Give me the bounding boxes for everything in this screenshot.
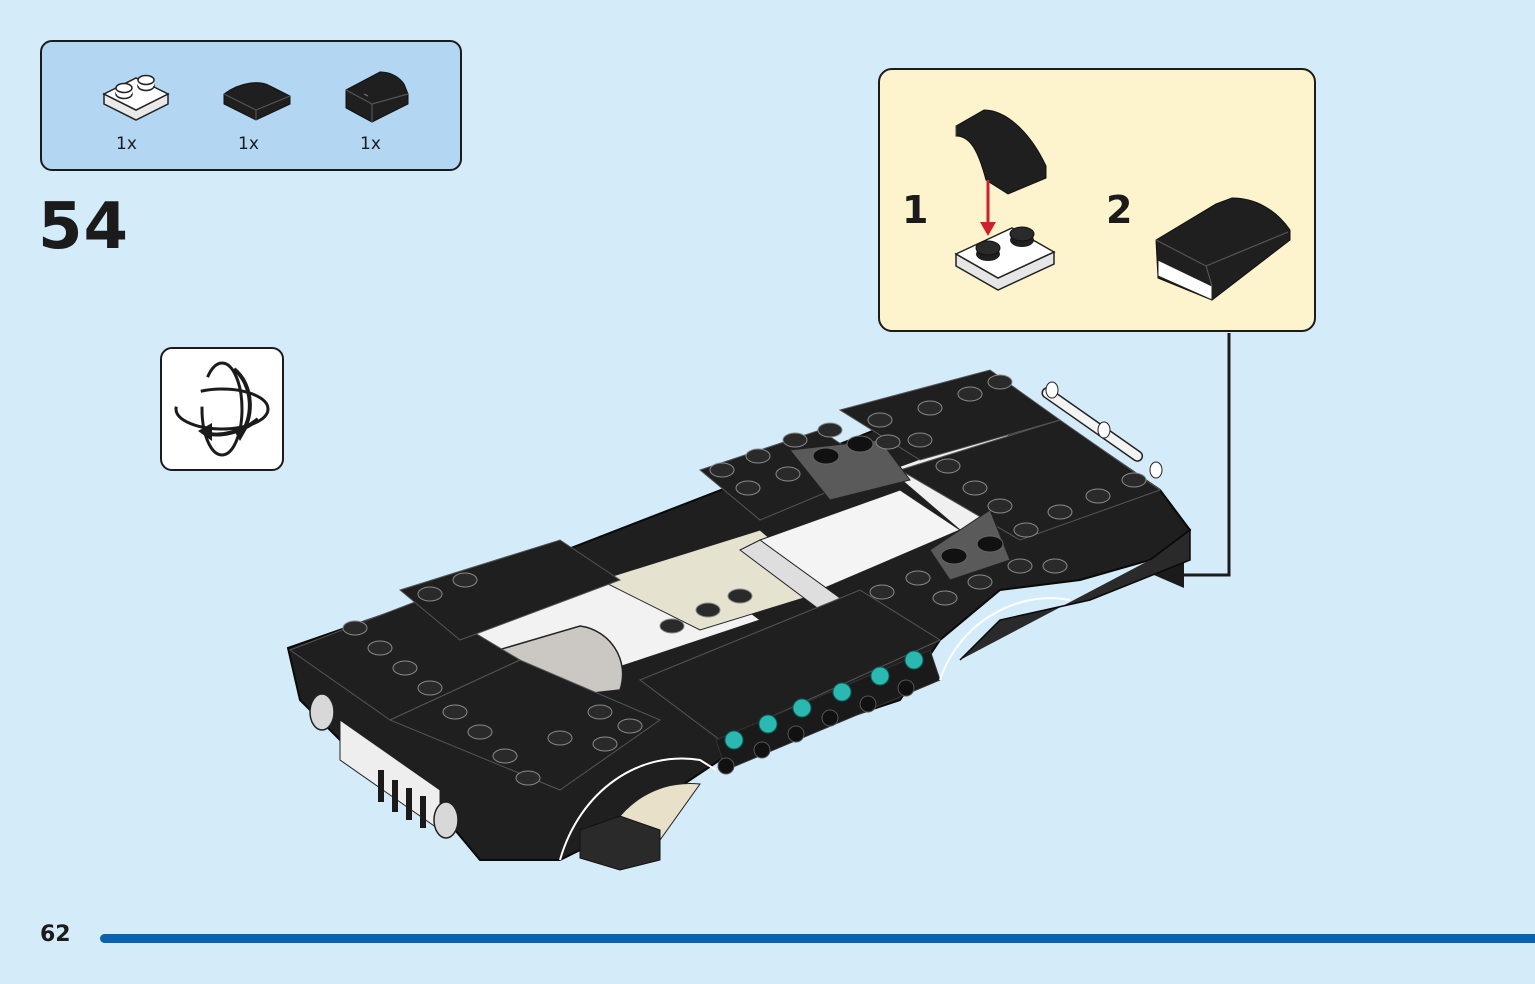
rotate-model-icon xyxy=(174,361,270,457)
placement-arrow-icon xyxy=(980,180,996,236)
parts-list: 1x 1x 1x xyxy=(40,40,462,171)
part-quantity: 1x xyxy=(116,134,137,154)
white-plate-piece xyxy=(954,226,1056,291)
white-plate-icon xyxy=(102,74,170,121)
sub-step-label-2: 2 xyxy=(1106,188,1133,232)
footer-rule xyxy=(100,934,1535,943)
page-number: 62 xyxy=(40,922,71,947)
rotate-model-indicator xyxy=(160,347,284,471)
black-curved-slope-large-icon xyxy=(345,71,409,123)
black-curved-slope-small-icon xyxy=(223,82,291,121)
part-quantity: 1x xyxy=(238,134,259,154)
curved-slope-piece xyxy=(955,109,1047,195)
callout-arrow-icon xyxy=(1154,562,1184,588)
step-number: 54 xyxy=(38,190,130,264)
part-item-curved-slope-small: 1x xyxy=(220,56,300,156)
sub-assembly-drawing xyxy=(954,109,1291,301)
sub-assembly-callout: 1 2 xyxy=(878,68,1316,332)
part-item-curved-slope-large: 1x xyxy=(342,56,422,156)
part-quantity: 1x xyxy=(360,134,381,154)
sub-step-label-1: 1 xyxy=(902,188,929,232)
part-item-plate: 1x xyxy=(98,56,178,156)
assembled-piece xyxy=(1155,197,1291,301)
